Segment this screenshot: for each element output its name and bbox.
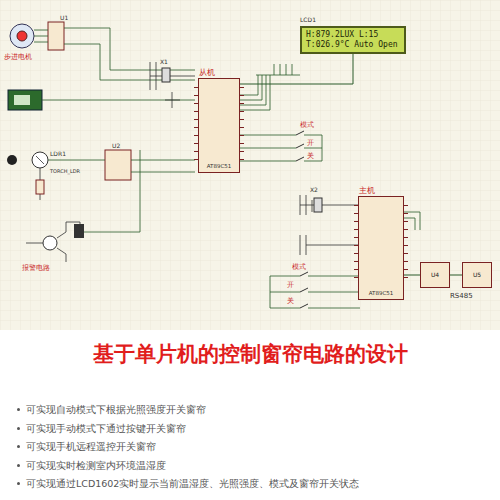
wire-connector (404, 275, 420, 276)
node-text: U5 (463, 263, 491, 287)
pin-stub (239, 135, 244, 136)
bullet-dot (17, 464, 20, 467)
feature-bullet: 可实现手动模式下通过按键开关窗帘 (26, 423, 186, 436)
feature-bullet: 可实现实时检测室内环境温湿度 (26, 460, 166, 473)
lcd-display: H:879.2LUX L:15T:026.9°C Auto Open (300, 26, 406, 54)
feature-bullet: 可实现自动模式下根据光照强度开关窗帘 (26, 404, 206, 417)
pin-stub (403, 245, 408, 246)
rs485-chip: U5 (462, 262, 492, 288)
pin-stub (354, 221, 359, 222)
pin-stub (194, 95, 199, 96)
component-label: LDR1 (50, 150, 66, 157)
pin-stub (354, 205, 359, 206)
feature-bullet: 可实现手机远程遥控开关窗帘 (26, 441, 156, 454)
pin-stub (239, 111, 244, 112)
pin-stub (354, 213, 359, 214)
component-label: U2 (112, 142, 120, 149)
component-label: 步进电机 (4, 52, 32, 62)
pin-stub (403, 261, 408, 262)
component-label: X2 (310, 186, 318, 193)
pin-stub (354, 237, 359, 238)
component-label: 报警电路 (22, 263, 50, 273)
node-text: U4 (421, 263, 449, 287)
node-text: 从机 (199, 67, 215, 78)
component-label: 开 (287, 280, 294, 290)
pin-stub (194, 159, 199, 160)
pin-stub (239, 143, 244, 144)
mcu-chip: 主机AT89C51 (358, 196, 404, 300)
bullet-dot (17, 445, 20, 448)
component-label: TORCH_LDR (50, 168, 80, 174)
bullet-dot (17, 427, 20, 430)
mcu-chip: 从机AT89C51 (198, 78, 240, 173)
node-text: 主机 (359, 185, 375, 196)
pin-stub (403, 229, 408, 230)
pin-stub (194, 103, 199, 104)
pin-stub (239, 87, 244, 88)
component-label: RS485 (450, 292, 473, 300)
page-title: 基于单片机的控制窗帘电路的设计 (0, 340, 500, 368)
pin-stub (403, 221, 408, 222)
node-text: AT89C51 (359, 290, 403, 296)
component-label: 模式 (292, 262, 306, 272)
pin-stub (354, 269, 359, 270)
node-text: AT89C51 (199, 163, 239, 169)
pin-stub (194, 143, 199, 144)
node-text: H:879.2LUX L:15 (306, 30, 400, 40)
pin-stub (354, 245, 359, 246)
wire-connector (240, 54, 353, 84)
node-text: T:026.9°C Auto Open (306, 40, 400, 50)
pin-stub (403, 269, 408, 270)
bullet-dot (17, 482, 20, 485)
pin-stub (354, 277, 359, 278)
pin-stub (194, 111, 199, 112)
component-label: U1 (60, 14, 68, 21)
pin-stub (239, 95, 244, 96)
pin-stub (194, 127, 199, 128)
bullet-dot (17, 408, 20, 411)
pin-stub (354, 261, 359, 262)
pin-stub (194, 119, 199, 120)
pin-stub (403, 237, 408, 238)
feature-bullet: 可实现通过LCD1602实时显示当前温湿度、光照强度、模式及窗帘开关状态 (26, 478, 359, 491)
pin-stub (403, 277, 408, 278)
pin-stub (194, 87, 199, 88)
component-label: 关 (307, 151, 314, 161)
component-label: 模式 (300, 120, 314, 130)
component-label: X1 (160, 58, 168, 65)
pin-stub (194, 151, 199, 152)
pin-stub (239, 151, 244, 152)
pin-stub (354, 253, 359, 254)
pin-stub (239, 127, 244, 128)
pin-stub (239, 119, 244, 120)
pin-stub (403, 205, 408, 206)
pin-stub (239, 103, 244, 104)
component-label: 关 (287, 296, 294, 306)
pin-stub (239, 159, 244, 160)
pin-stub (354, 229, 359, 230)
wire-connector (450, 275, 462, 276)
component-label: LCD1 (300, 16, 316, 23)
pin-stub (194, 135, 199, 136)
component-label: 开 (307, 138, 314, 148)
pin-stub (403, 213, 408, 214)
rs485-chip: U4 (420, 262, 450, 288)
pin-stub (403, 253, 408, 254)
